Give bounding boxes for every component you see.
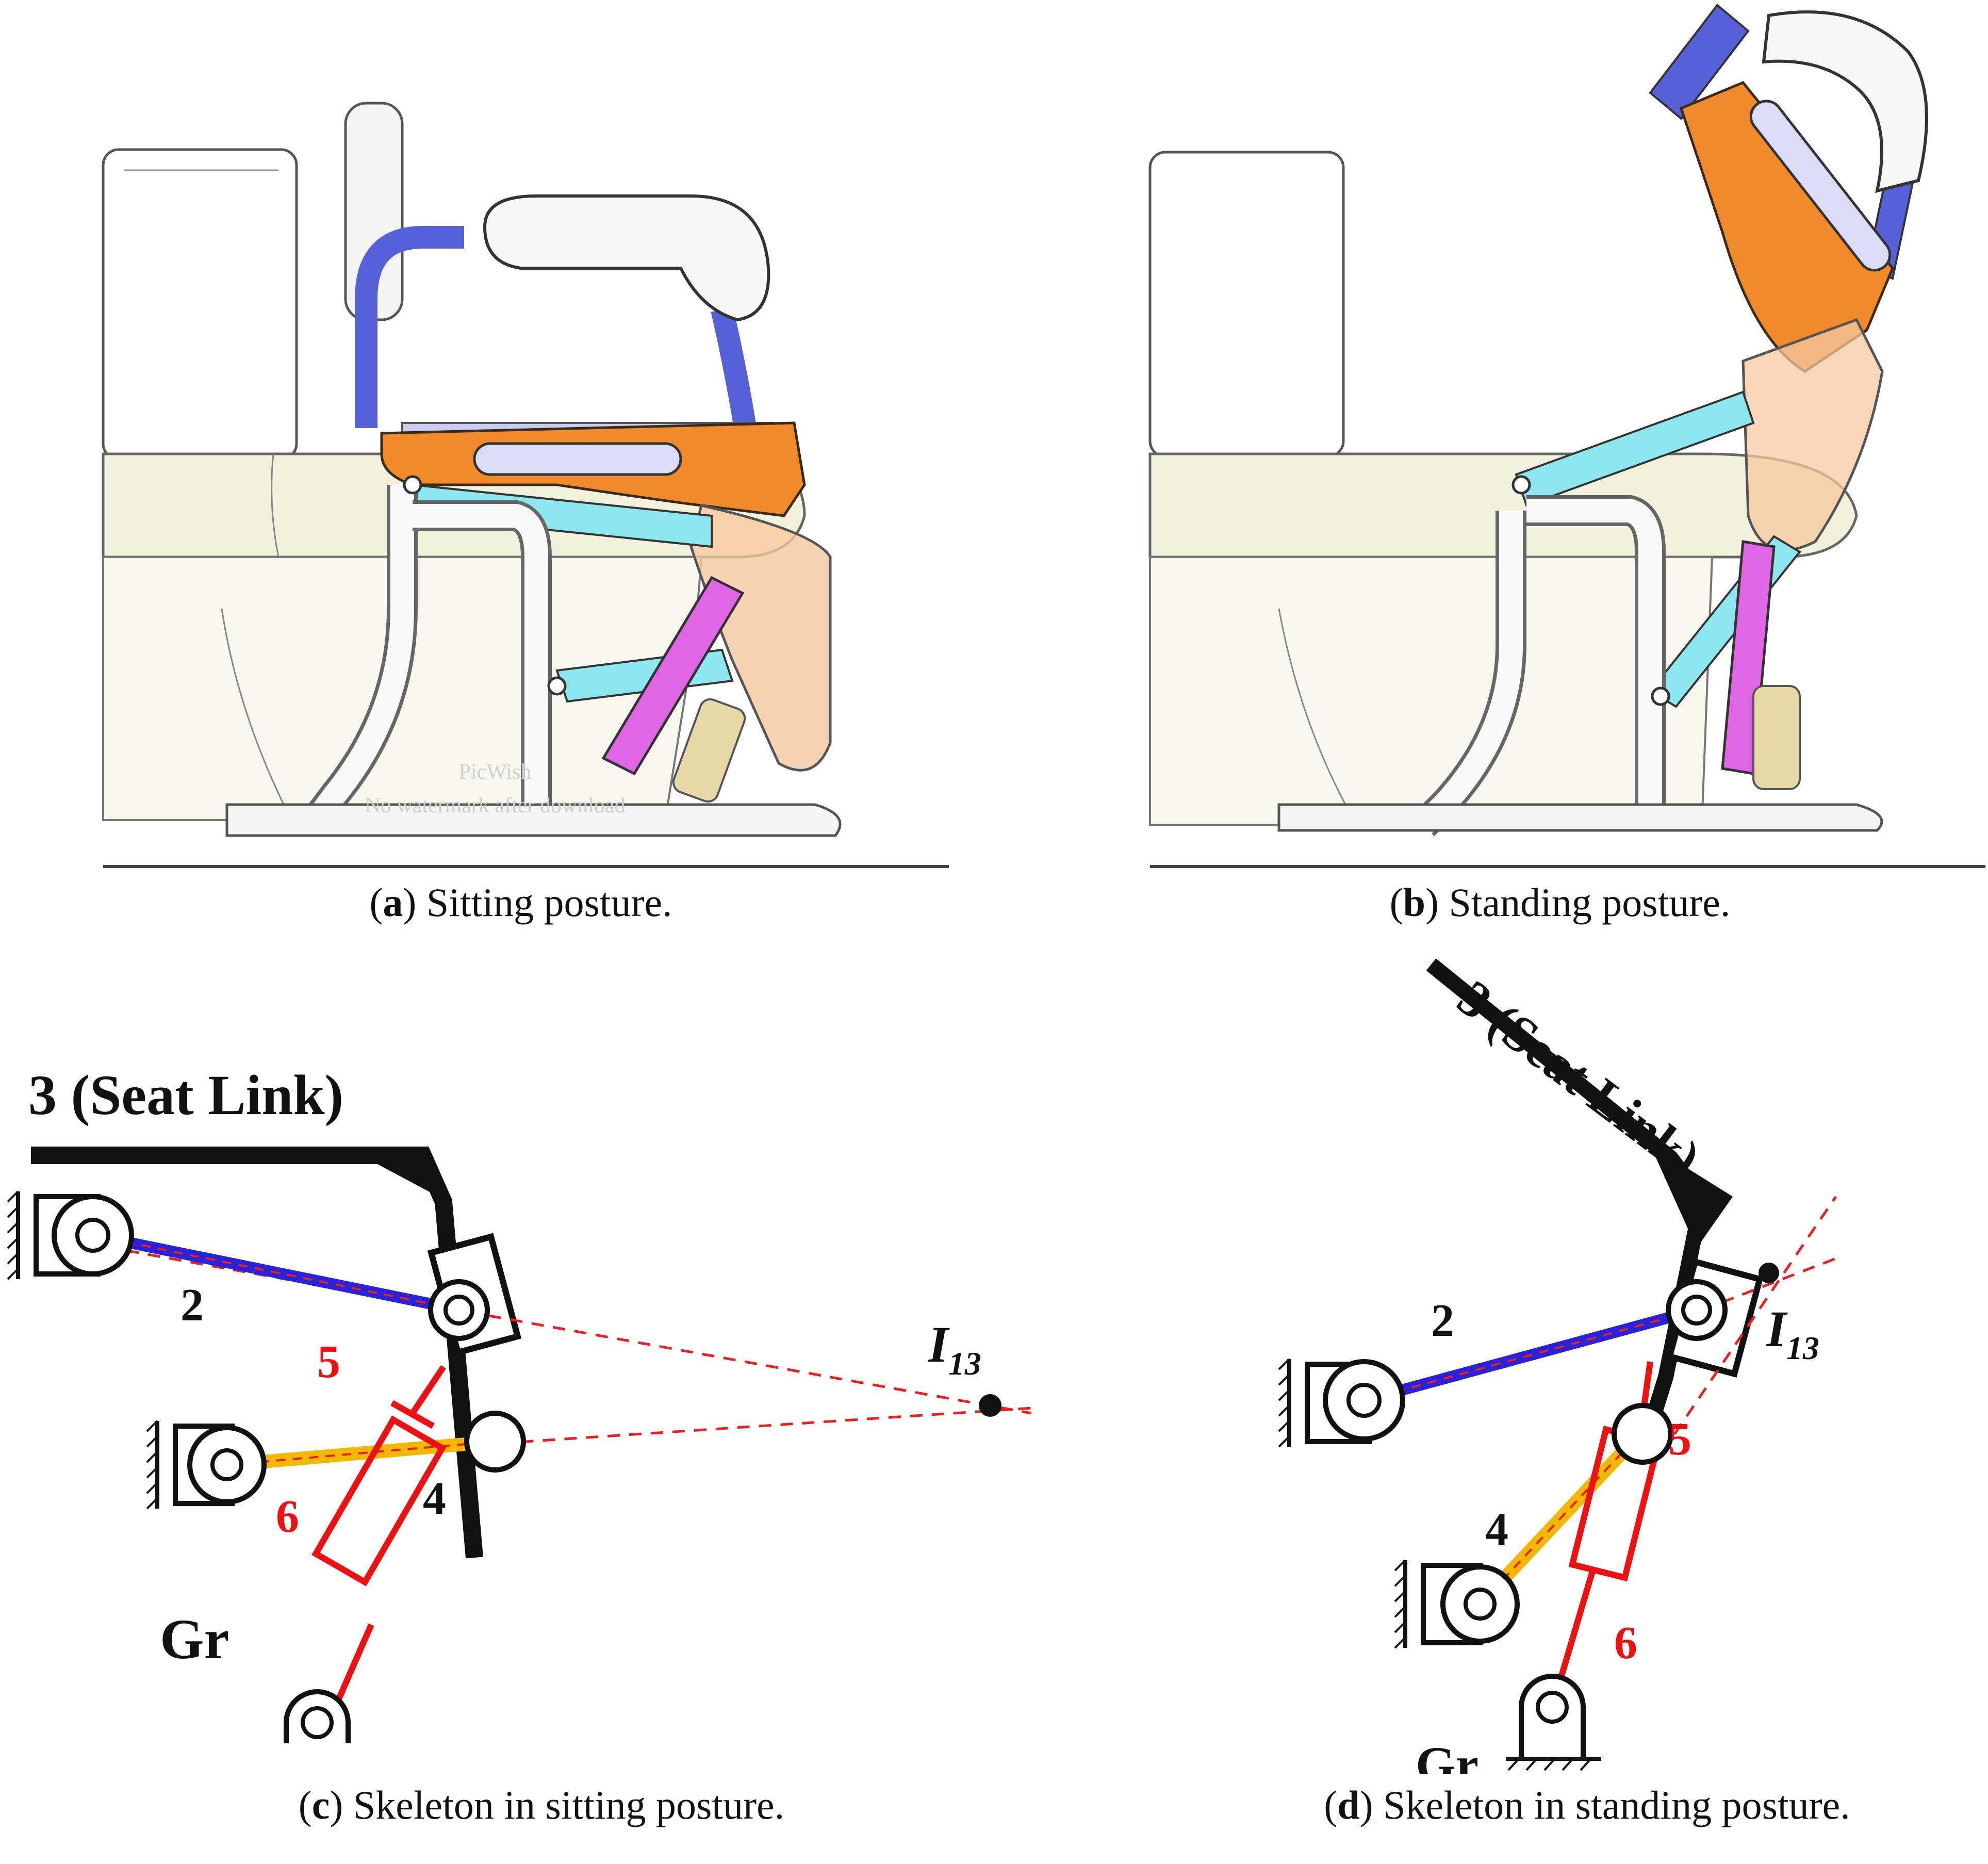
label-link-4: 4 [423, 1473, 446, 1524]
render-standing [1148, 4, 1985, 868]
caption-a: (a) Sitting posture. [369, 880, 672, 925]
watermark: PicWish No watermark after download [365, 760, 626, 817]
ground-pivot-actuator [284, 1689, 351, 1743]
metal-frame [1277, 475, 1883, 837]
label-link-6: 6 [276, 1491, 299, 1542]
label-ground: Gr [160, 1608, 229, 1671]
svg-text:No watermark after download: No watermark after download [365, 794, 626, 817]
ground-pivot-2 [7, 1190, 134, 1280]
label-link-6: 6 [1614, 1617, 1637, 1669]
actuator-magenta [601, 576, 746, 803]
label-I13: I13 [928, 1316, 981, 1382]
instant-center-I13 [979, 1394, 1001, 1417]
cistern [1148, 151, 1345, 458]
label-ground: Gr [1416, 1736, 1478, 1774]
caption-c: (c) Skeleton in sitting posture. [298, 1783, 785, 1827]
caption-b: (b) Standing posture. [1389, 880, 1731, 925]
ground-pivot-4 [146, 1420, 267, 1510]
label-link-4: 4 [1485, 1504, 1508, 1555]
orange-seat-plate [380, 421, 832, 772]
label-link-5: 5 [1668, 1414, 1691, 1465]
seat-link-label: 3 (Seat Link) [28, 1064, 343, 1126]
label-link-2: 2 [180, 1280, 204, 1331]
backrest-handle [344, 102, 775, 446]
raised-seat [1649, 4, 1928, 552]
svg-text:PicWish: PicWish [459, 760, 532, 784]
cistern [102, 148, 298, 461]
toilet-bowl [1148, 452, 1985, 868]
instant-center-I13 [1759, 1263, 1779, 1283]
render-sitting: PicWish No watermark after download [102, 102, 949, 868]
instant-center-construction [41, 1234, 1032, 1466]
caption-d: (d) Skeleton in standing posture. [1324, 1783, 1850, 1827]
seat-link [31, 1147, 483, 1559]
metal-frame [225, 475, 842, 837]
ground-pivot-4 [1394, 1559, 1520, 1649]
actuator-5-6 [311, 1365, 447, 1709]
joint-3-4 [1612, 1403, 1673, 1465]
label-I13: I13 [1766, 1300, 1819, 1366]
ground-pivot-2 [1278, 1358, 1405, 1448]
label-link-5: 5 [317, 1336, 340, 1387]
skeleton-sitting: 3 (Seat Link) [7, 1064, 1032, 1743]
actuator-magenta [1721, 540, 1801, 790]
skeleton-standing: 3 (Seat Link) 2 5 4 6 Gr I13 [1278, 958, 1837, 1774]
label-link-2: 2 [1431, 1295, 1454, 1346]
joint-3-4 [464, 1411, 526, 1473]
ground-pivot-actuator [1506, 1674, 1601, 1771]
